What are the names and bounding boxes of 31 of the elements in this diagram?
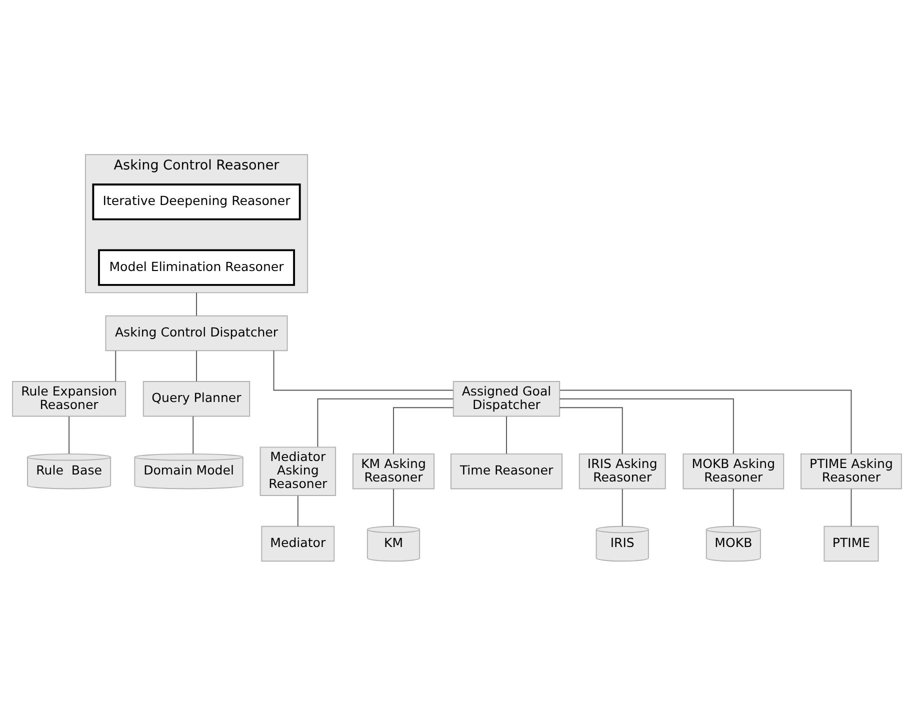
connector	[317, 398, 454, 448]
connector	[622, 488, 623, 527]
node-box: PTIME Asking Reasoner	[800, 453, 902, 490]
node-box: Rule Expansion Reasoner	[12, 381, 126, 417]
connector	[273, 350, 454, 391]
connector	[393, 407, 454, 454]
connector	[506, 416, 507, 454]
connector	[559, 398, 734, 454]
node-box: MOKB Asking Reasoner	[682, 453, 784, 490]
connector	[68, 416, 70, 454]
connector	[196, 350, 197, 382]
node-box: Model Elimination Reasoner	[98, 249, 295, 286]
node-box: PTIME	[824, 526, 879, 562]
node-box: KM Asking Reasoner	[352, 453, 435, 490]
connector	[560, 390, 852, 454]
connector	[559, 407, 623, 454]
node-box: Iterative Deepening Reasoner	[92, 184, 301, 220]
connector	[196, 292, 197, 316]
connector	[192, 416, 194, 454]
connector	[393, 488, 394, 527]
node-box: Mediator	[261, 526, 335, 562]
connector	[850, 488, 852, 527]
node-box: Assigned Goal Dispatcher	[452, 381, 560, 417]
node-box: Time Reasoner	[450, 453, 562, 490]
connector	[115, 350, 116, 382]
node-box: Query Planner	[142, 381, 250, 417]
node-box: IRIS Asking Reasoner	[578, 453, 666, 490]
node-box: Mediator Asking Reasoner	[260, 446, 336, 496]
node-box: Asking Control Dispatcher	[105, 315, 288, 352]
connector	[732, 488, 734, 527]
connector	[297, 495, 298, 527]
